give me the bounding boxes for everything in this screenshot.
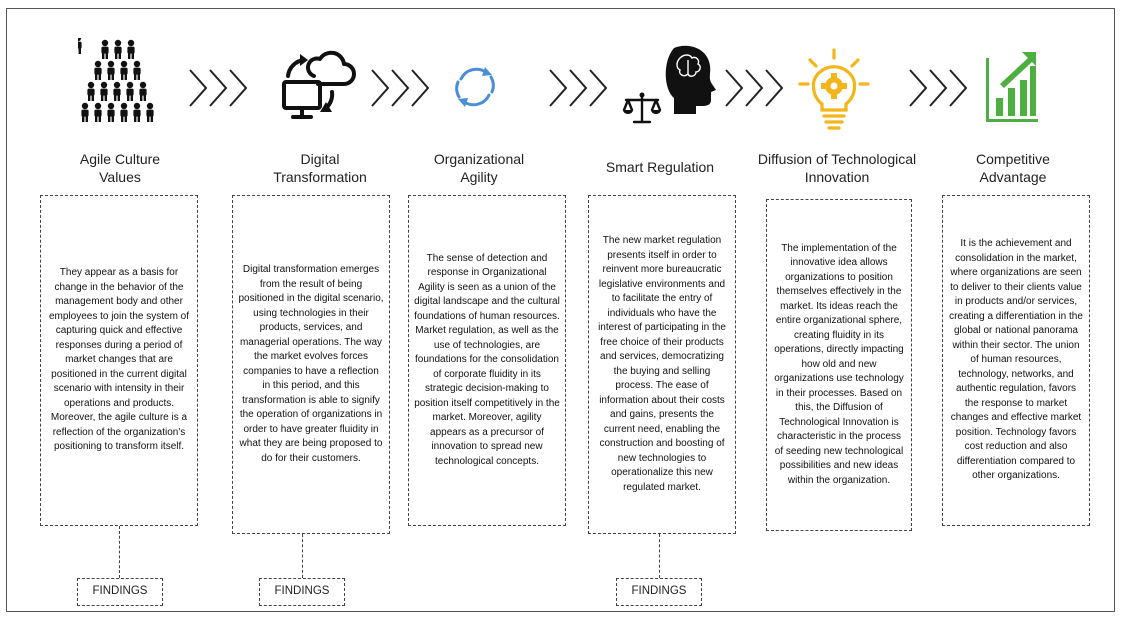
diagram-frame bbox=[6, 8, 1115, 612]
lightbulb-gear-icon bbox=[798, 48, 870, 132]
step-box-organizational-agility: The sense of detection and response in O… bbox=[408, 195, 566, 526]
step-box-digital-transformation: Digital transformation emerges from the … bbox=[232, 195, 390, 534]
step-text-diffusion-innovation: The implementation of the innovative ide… bbox=[774, 242, 904, 486]
step-box-smart-regulation: The new market regulation presents itsel… bbox=[588, 195, 736, 534]
connector-line bbox=[119, 526, 120, 578]
step-text-smart-regulation: The new market regulation presents itsel… bbox=[598, 235, 726, 493]
scales-brain-icon bbox=[622, 42, 718, 128]
step-box-diffusion-innovation: The implementation of the innovative ide… bbox=[766, 199, 912, 531]
step-text-organizational-agility: The sense of detection and response in O… bbox=[414, 252, 560, 467]
step-box-competitive-advantage: It is the achievement and consolidation … bbox=[942, 195, 1090, 526]
cloud-computer-sync-icon bbox=[280, 50, 358, 126]
step-title-competitive-advantage: Competitive Advantage bbox=[976, 151, 1050, 185]
chevron-arrows-icon bbox=[546, 66, 612, 115]
findings-box: FINDINGS bbox=[259, 578, 345, 606]
step-text-competitive-advantage: It is the achievement and consolidation … bbox=[949, 238, 1083, 482]
connector-line bbox=[302, 534, 303, 578]
step-title-digital-transformation: Digital Transformation bbox=[273, 151, 367, 185]
chevron-arrows-icon bbox=[368, 66, 434, 115]
chevron-arrows-icon bbox=[722, 66, 788, 115]
findings-box: FINDINGS bbox=[77, 578, 163, 606]
people-hierarchy-icon bbox=[74, 34, 158, 124]
step-title-organizational-agility: Organizational Agility bbox=[433, 151, 525, 185]
step-text-agile-culture: They appear as a basis for change in the… bbox=[48, 267, 190, 453]
connector-line bbox=[659, 534, 660, 578]
step-text-digital-transformation: Digital transformation emerges from the … bbox=[238, 264, 384, 464]
step-title-diffusion-innovation: Diffusion of Technological Innovation bbox=[757, 151, 917, 185]
step-title-smart-regulation: Smart Regulation bbox=[605, 159, 715, 175]
step-box-agile-culture: They appear as a basis for change in the… bbox=[40, 195, 198, 526]
findings-box: FINDINGS bbox=[616, 578, 702, 606]
refresh-cycle-icon bbox=[452, 64, 498, 110]
chevron-arrows-icon bbox=[906, 66, 972, 115]
step-title-agile-culture: Agile Culture Values bbox=[79, 151, 161, 185]
chevron-arrows-icon bbox=[186, 66, 252, 115]
growth-chart-icon bbox=[986, 52, 1038, 122]
